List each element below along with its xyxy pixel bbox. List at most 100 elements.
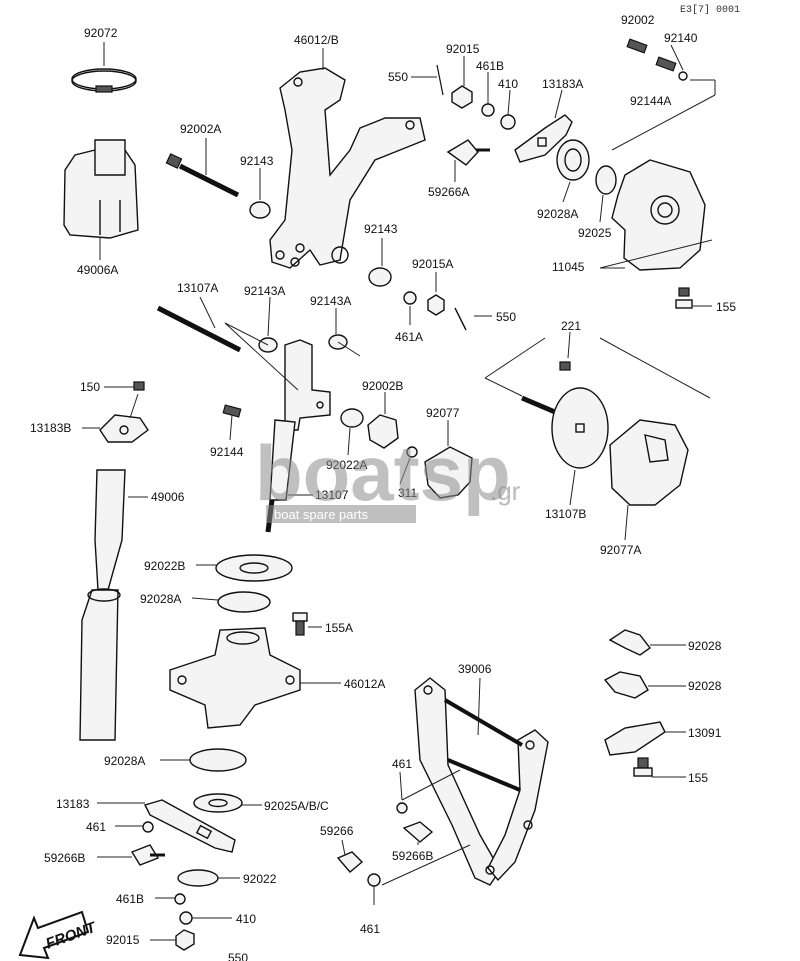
part-label: 92022B — [144, 559, 185, 573]
part-label: 410 — [236, 912, 256, 926]
diagram-code: E3[7] 0001 — [680, 4, 740, 16]
washer-part — [403, 291, 417, 305]
part-label: 13107B — [545, 507, 586, 521]
part-label: 92072 — [84, 26, 118, 40]
part-label: 221 — [561, 319, 581, 333]
part-label: 92144A — [630, 94, 671, 108]
bushing-part — [249, 201, 271, 219]
part-label: 13107A — [177, 281, 218, 295]
part-label: 92143 — [240, 154, 274, 168]
mount-part — [169, 627, 301, 729]
watermark: boatsp .gr boat spare parts — [255, 429, 521, 523]
part-label: 59266B — [392, 849, 433, 863]
leader-lines — [82, 42, 716, 941]
nut-part — [451, 85, 473, 109]
bolt-part — [133, 381, 145, 391]
lever-plate-part — [514, 114, 573, 163]
part-label: 92028A — [140, 592, 181, 606]
part-label: 46012A — [344, 677, 385, 691]
part-label: 92028 — [688, 639, 722, 653]
part-label: 155 — [716, 300, 736, 314]
part-label: 92077 — [426, 406, 460, 420]
arm-part — [604, 721, 666, 756]
joint-part — [402, 821, 434, 843]
part-label: 155A — [325, 621, 353, 635]
part-labels: 92072 46012/B 92015 461B 550 410 13183A … — [30, 13, 736, 961]
part-label: 92144 — [210, 445, 244, 459]
part-label: 92140 — [664, 31, 698, 45]
washer-part — [481, 103, 495, 117]
knob-cover-part — [609, 419, 689, 506]
part-label: 92002A — [180, 122, 221, 136]
part-label: 92015A — [412, 257, 453, 271]
washer-part — [142, 821, 154, 833]
part-label: 92077A — [600, 543, 641, 557]
part-label: 410 — [498, 77, 518, 91]
spring-part — [222, 404, 242, 418]
part-label: 150 — [80, 380, 100, 394]
spring-part — [626, 38, 648, 54]
washer-part — [189, 748, 247, 772]
bracket-part — [269, 67, 426, 269]
part-label: 13183A — [542, 77, 583, 91]
part-label: 92028A — [537, 207, 578, 221]
part-label: 461A — [395, 330, 423, 344]
part-label: 13107 — [315, 488, 349, 502]
spring-part — [655, 56, 677, 72]
washer-part — [406, 446, 418, 458]
watermark-brand: boatsp — [255, 429, 511, 517]
part-label: 92022A — [326, 458, 367, 472]
part-label: 11045 — [552, 260, 585, 274]
part-label: 461 — [360, 922, 380, 936]
part-label: 49006 — [151, 490, 185, 504]
watermark-tld: .gr — [490, 476, 521, 506]
part-label: 92143A — [310, 294, 351, 308]
bolt-part — [633, 757, 653, 777]
joint-part — [130, 844, 160, 866]
washer-part — [396, 802, 408, 814]
washer-part — [215, 554, 293, 582]
part-label: 92028A — [104, 754, 145, 768]
front-arrow-icon: FRONT — [18, 910, 100, 960]
part-label: 13183 — [56, 797, 90, 811]
part-label: 461 — [86, 820, 106, 834]
long-bolt-part — [165, 153, 240, 198]
part-label: 92143 — [364, 222, 398, 236]
washer-part — [367, 873, 381, 887]
part-label: 46012/B — [294, 33, 339, 47]
nut-part — [367, 414, 399, 449]
part-label: 39006 — [458, 662, 492, 676]
part-label: 92002B — [362, 379, 403, 393]
washer-part — [500, 114, 516, 130]
washer-part — [193, 793, 243, 813]
washer-part — [595, 165, 617, 195]
part-label: 92022 — [243, 872, 277, 886]
ball-part — [678, 71, 688, 81]
bushing-part — [368, 267, 392, 287]
knob-part — [424, 446, 473, 499]
part-label: 311 — [398, 486, 417, 500]
plate-part — [99, 414, 149, 443]
washer-part — [179, 911, 193, 925]
part-label: 92002 — [621, 13, 655, 27]
part-label: 13183B — [30, 421, 71, 435]
cotter-pin-part — [436, 64, 444, 96]
part-label: 59266B — [44, 851, 85, 865]
washer-part — [340, 408, 364, 428]
part-label: 461 — [392, 757, 412, 771]
washer-part — [217, 591, 271, 613]
part-label: 92143A — [244, 284, 285, 298]
part-label: 461B — [116, 892, 144, 906]
bolt-part — [675, 287, 693, 309]
cup-washer-part — [603, 671, 649, 699]
bolt-part — [559, 361, 571, 371]
part-label: 550 — [228, 951, 248, 961]
part-label: 92025 — [578, 226, 612, 240]
disc-shaft-part — [521, 387, 609, 469]
washer-part — [174, 893, 186, 905]
shaft-part — [156, 305, 242, 353]
part-label: 92015 — [446, 42, 480, 56]
part-label: 92025A/B/C — [264, 799, 329, 813]
steering-shaft-part — [265, 339, 331, 533]
